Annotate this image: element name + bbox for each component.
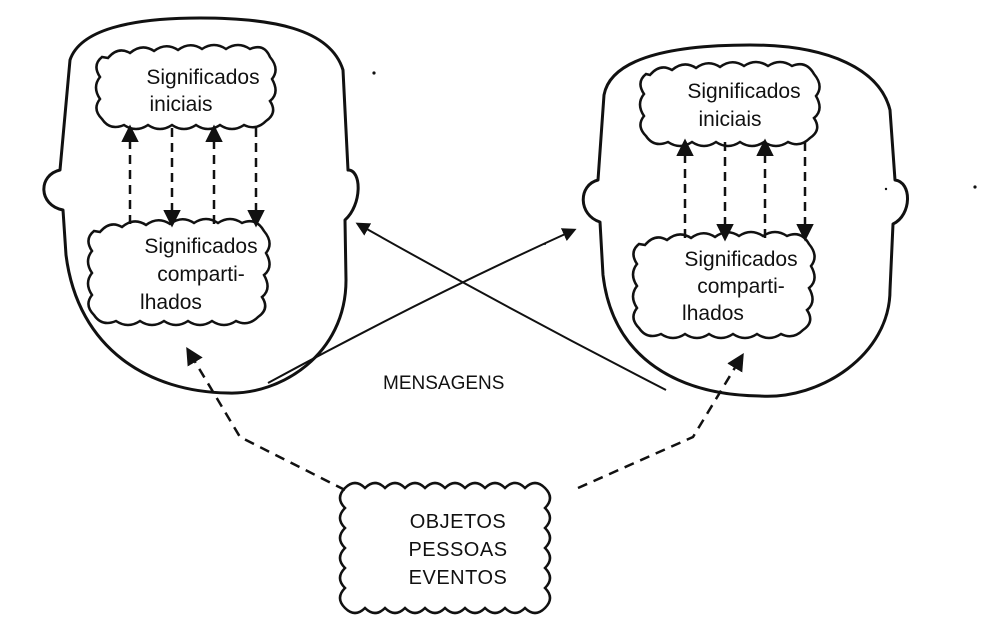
left-bottom-cloud-line3: lhados bbox=[140, 291, 202, 314]
left-top-cloud-shape bbox=[94, 43, 277, 131]
right-top-cloud-shape bbox=[638, 60, 821, 148]
bottom-box: OBJETOS PESSOAS EVENTOS bbox=[338, 481, 552, 615]
left-bottom-cloud-line1: Significados bbox=[144, 235, 257, 258]
box-to-heads-dashed bbox=[186, 346, 744, 492]
right-head-dashed-arrows bbox=[676, 138, 814, 242]
bottom-box-line3: EVENTOS bbox=[409, 567, 508, 589]
right-bottom-cloud-line1: Significados bbox=[684, 248, 797, 271]
left-top-cloud: Significados iniciais bbox=[94, 43, 277, 131]
box-to-right-head-arrow bbox=[577, 353, 744, 490]
left-top-cloud-line2: iniciais bbox=[149, 93, 212, 116]
speck-3 bbox=[884, 187, 888, 191]
bottom-box-shape bbox=[338, 481, 552, 615]
messages-label: MENSAGENS bbox=[383, 373, 504, 394]
right-bottom-cloud: Significados comparti- lhados bbox=[631, 230, 816, 340]
left-head-dashed-arrows bbox=[121, 124, 265, 228]
speck-1 bbox=[372, 71, 376, 75]
right-top-cloud: Significados iniciais bbox=[638, 60, 821, 148]
right-top-cloud-line2: iniciais bbox=[698, 108, 761, 131]
message-arrows bbox=[267, 222, 667, 391]
right-head-outline bbox=[581, 43, 909, 398]
right-bottom-cloud-line3: lhados bbox=[682, 302, 744, 325]
bottom-box-line2: PESSOAS bbox=[408, 539, 507, 561]
right-bottom-cloud-line2: comparti- bbox=[697, 275, 785, 298]
left-bottom-cloud-line2: comparti- bbox=[157, 263, 245, 286]
right-top-cloud-line1: Significados bbox=[687, 80, 800, 103]
speck-4 bbox=[544, 243, 546, 245]
left-bottom-cloud: Significados comparti- lhados bbox=[86, 217, 271, 327]
bottom-box-line1: OBJETOS bbox=[410, 511, 507, 533]
left-head-outline bbox=[42, 16, 360, 395]
scan-specks bbox=[372, 71, 977, 245]
message-arrow-left-to-right bbox=[267, 228, 577, 384]
box-to-left-head-arrow bbox=[186, 346, 346, 492]
message-arrow-right-to-left bbox=[355, 222, 667, 391]
speck-2 bbox=[973, 185, 977, 189]
right-head bbox=[581, 43, 909, 398]
left-bottom-cloud-shape bbox=[86, 217, 271, 327]
left-top-cloud-line1: Significados bbox=[146, 66, 259, 89]
left-head bbox=[42, 16, 360, 395]
